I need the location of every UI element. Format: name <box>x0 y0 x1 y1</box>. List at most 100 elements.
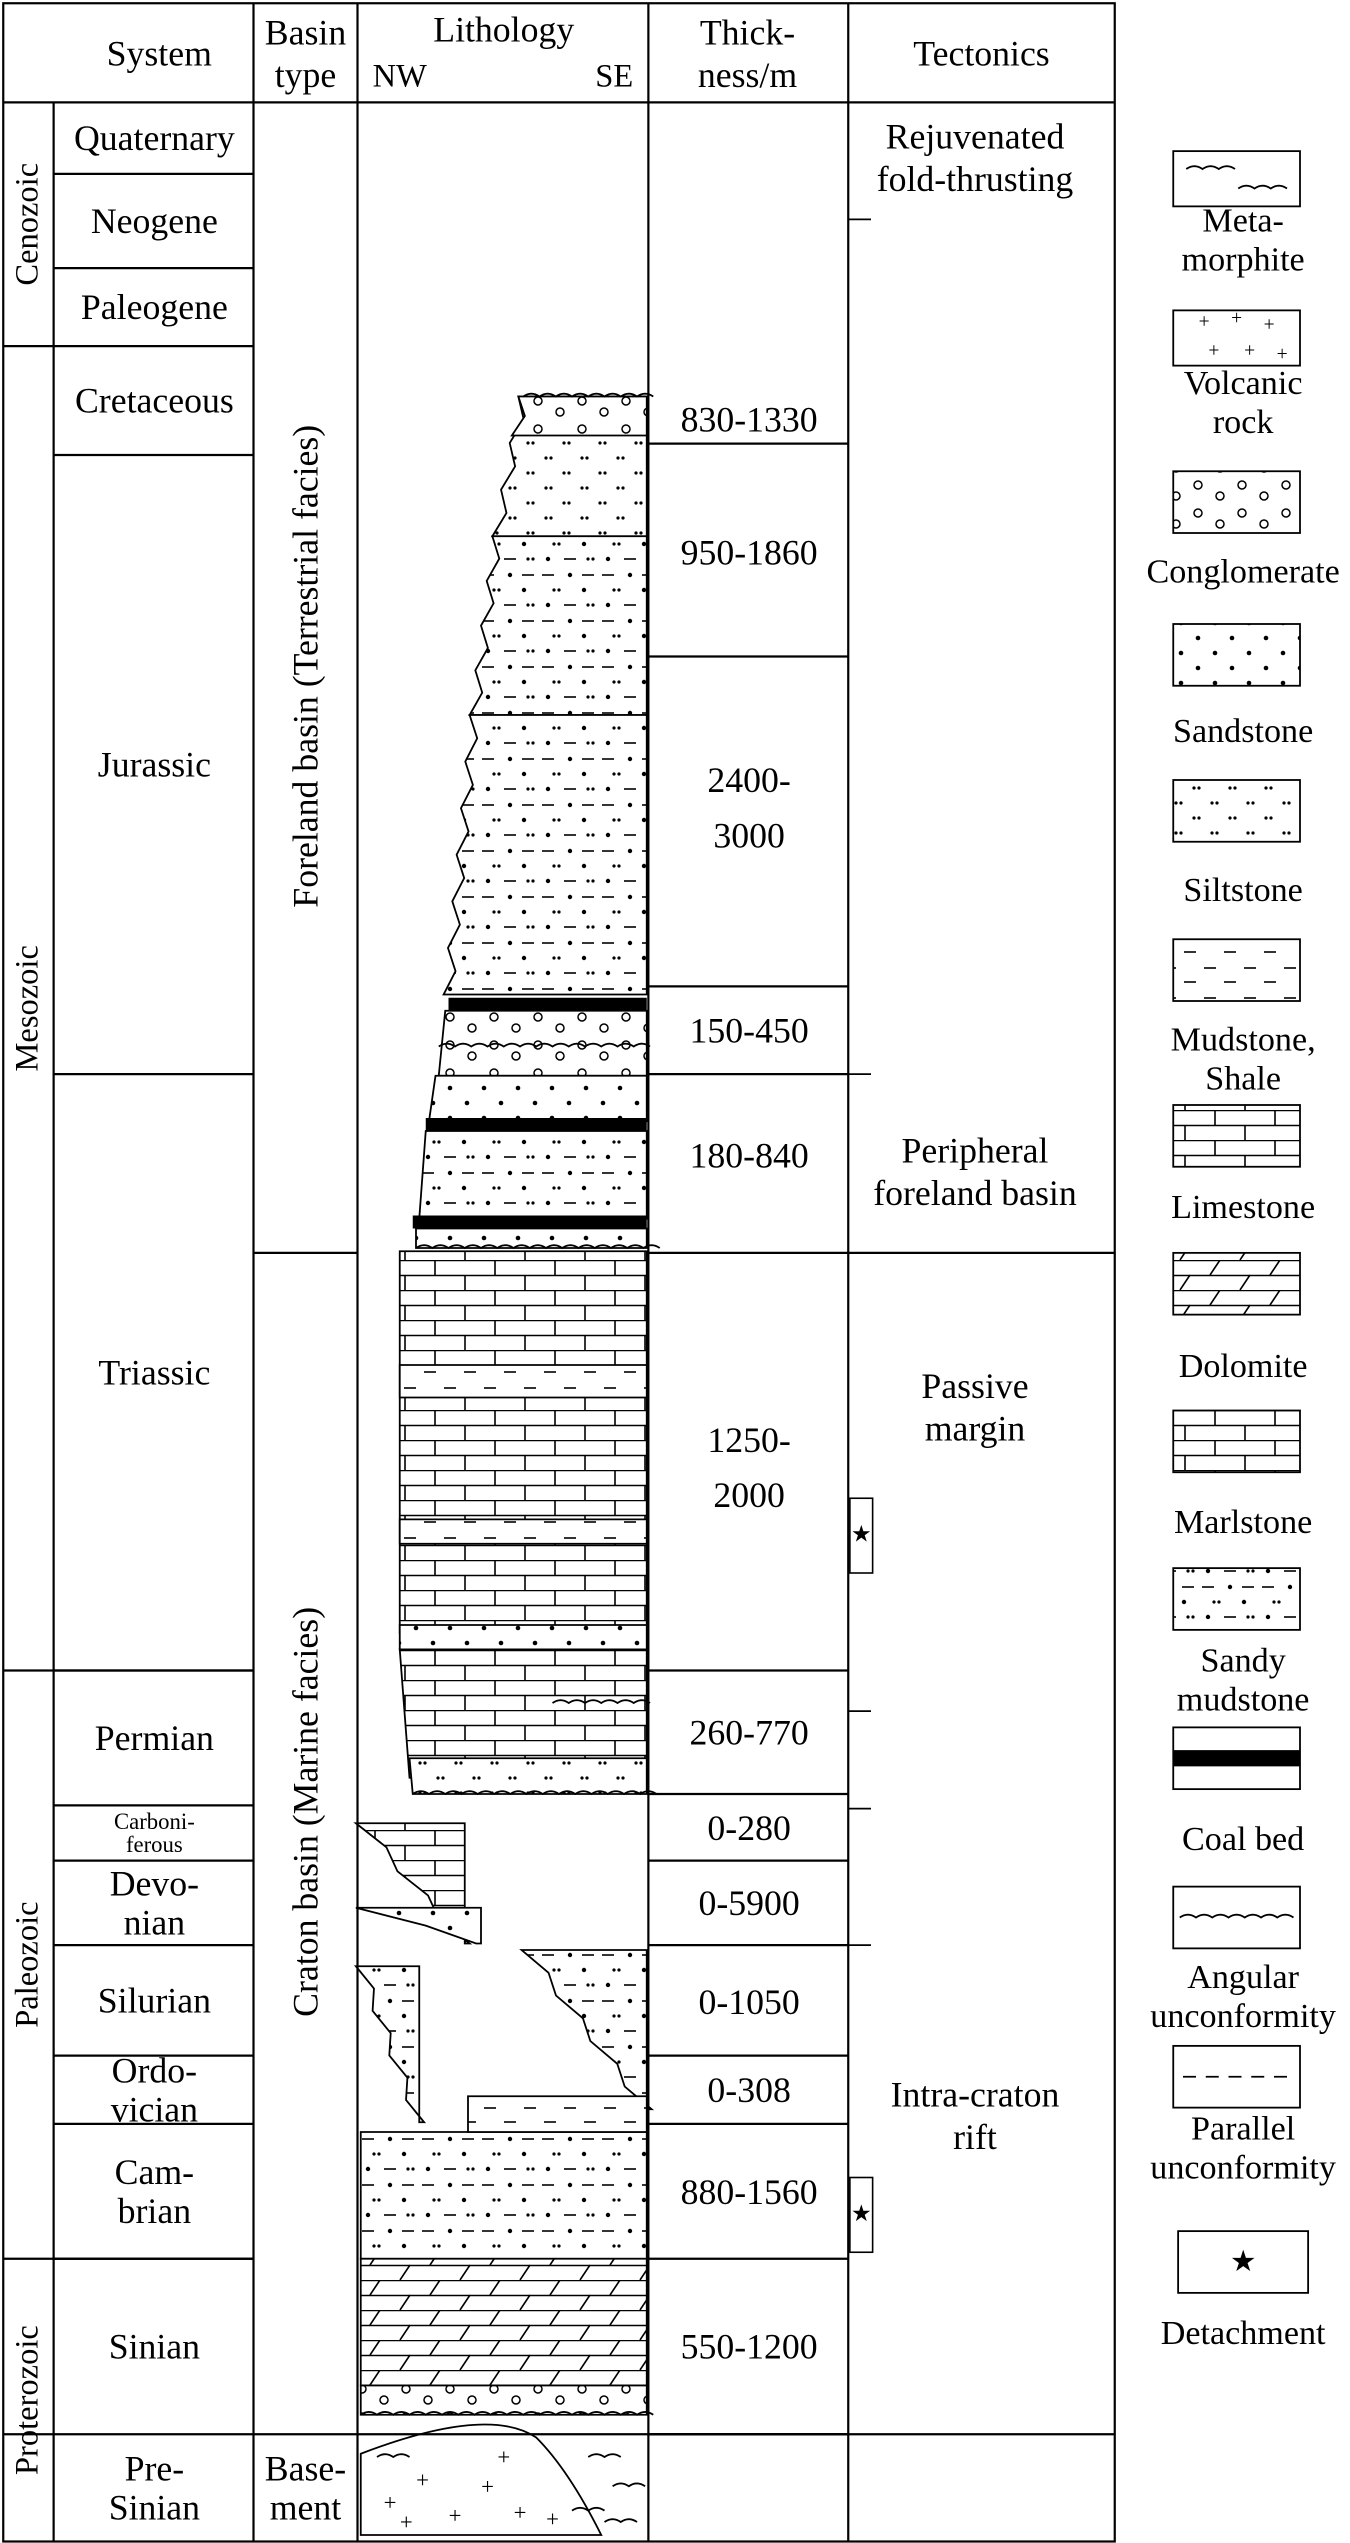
thickness-jurassic-middle: 2400- <box>707 760 790 800</box>
legend-wave <box>1179 1913 1295 1919</box>
thickness-cambrian: 880-1560 <box>681 2172 818 2212</box>
system-pre-sinian: Sinian <box>109 2487 200 2527</box>
legend-label-metamorphite: morphite <box>1182 242 1305 279</box>
volcanic-mark: + <box>1208 341 1219 362</box>
legend-label-parallel-unconformity: unconformity <box>1150 2149 1336 2186</box>
era-cenozoic: Cenozoic <box>10 163 46 286</box>
volcanic-mark: + <box>1264 315 1275 336</box>
metamorphite-mark <box>587 2453 622 2459</box>
legend-star: ★ <box>1230 2246 1256 2278</box>
lith-wave-top <box>522 392 654 398</box>
detachment-marker-cambrian <box>849 2176 874 2254</box>
lith-silurian-nw <box>353 1965 427 2124</box>
thickness-devonian: 0-5900 <box>698 1883 799 1923</box>
tectonic-rejuvenated: fold-thrusting <box>877 159 1074 199</box>
lith-devonian-sand <box>355 1906 482 1945</box>
volcanic-mark: + <box>384 2490 397 2515</box>
legend-label-angular-unconformity: unconformity <box>1150 1998 1336 2035</box>
detachment-marker-triassic-star: ★ <box>851 1522 871 1547</box>
legend-label-angular-unconformity: Angular <box>1187 1959 1299 1996</box>
header-nw: NW <box>373 58 427 94</box>
metamorphite-mark <box>571 2506 606 2512</box>
lith-triassic-upper <box>418 1130 648 1220</box>
lith-silurian-se <box>519 1949 655 2111</box>
volcanic-mark: + <box>514 2500 527 2525</box>
tectonic-peripheral: Peripheral <box>902 1131 1049 1171</box>
legend-label-sandy-mudstone: mudstone <box>1177 1681 1310 1718</box>
thickness-jurassic-middle: 3000 <box>713 815 785 855</box>
thickness-sinian: 550-1200 <box>681 2327 818 2367</box>
era-proterozoic: Proterozoic <box>10 2325 46 2475</box>
lith-jurassic-upper <box>468 535 648 716</box>
lith-jurassic-middle <box>442 714 648 996</box>
legend-swatch-sandy-mudstone <box>1172 1567 1301 1631</box>
system-ordovician: vician <box>111 2089 198 2129</box>
legend-label-sandy-mudstone: Sandy <box>1200 1642 1285 1679</box>
system-devonian: Devo- <box>110 1863 199 1903</box>
table-frame <box>2 2 1116 2543</box>
system-carboniferous: Carboni- <box>114 1809 195 1834</box>
volcanic-mark: + <box>449 2503 462 2528</box>
volcanic-mark: + <box>400 2510 413 2535</box>
system-carboniferous: ferous <box>126 1832 183 1857</box>
lith-coal-bed-2 <box>425 1118 647 1131</box>
legend-swatch-detachment <box>1177 2230 1310 2294</box>
system-cambrian: brian <box>118 2191 192 2231</box>
volcanic-mark: + <box>1277 344 1288 365</box>
legend-label-limestone: Limestone <box>1171 1189 1315 1226</box>
legend-wave <box>1237 184 1288 190</box>
legend-swatch-volcanic <box>1172 309 1301 367</box>
lith-triassic-sand <box>427 1074 648 1123</box>
lith-triassic-sandy <box>398 1624 648 1651</box>
era-mesozoic: Mesozoic <box>10 945 46 1071</box>
legend-swatch-siltstone <box>1172 779 1301 843</box>
legend-label-mudstone: Mudstone, <box>1171 1022 1316 1059</box>
lith-cretaceous-conglomerate <box>510 395 648 437</box>
legend-label-metamorphite: Meta- <box>1202 203 1283 240</box>
metamorphite-mark <box>603 2518 638 2524</box>
header-se: SE <box>595 58 633 94</box>
lith-triassic-sand-2 <box>415 1227 648 1249</box>
tectonic-passive: margin <box>925 1408 1026 1448</box>
volcanic-mark: + <box>481 2474 494 2499</box>
detachment-marker-triassic <box>849 1497 874 1574</box>
system-cambrian: Cam- <box>115 2152 194 2192</box>
lith-coal-bed-3 <box>412 1215 647 1229</box>
legend-swatch-sandstone <box>1172 623 1301 687</box>
lith-sinian-conglomerate <box>359 2384 648 2416</box>
metamorphite-mark <box>376 2453 411 2459</box>
system-triassic: Triassic <box>98 1352 210 1392</box>
system-pre-sinian: Pre- <box>125 2448 185 2488</box>
legend-label-siltstone: Siltstone <box>1183 872 1302 909</box>
system-neogene: Neogene <box>91 201 218 241</box>
legend-label-sandstone: Sandstone <box>1173 713 1313 750</box>
lith-cambrian <box>359 2131 648 2260</box>
header-basin-type: type <box>275 55 337 95</box>
legend-swatch-metamorphite <box>1172 150 1301 208</box>
lith-triassic-limestone <box>398 1250 648 1635</box>
legend-label-mudstone: Shale <box>1205 1061 1281 1098</box>
thickness-triassic-upper: 180-840 <box>690 1135 809 1175</box>
lith-triassic-marl-2 <box>398 1518 648 1545</box>
header-lithology: Lithology <box>433 9 574 49</box>
thickness-carboniferous: 0-280 <box>707 1808 790 1848</box>
system-permian: Permian <box>95 1718 214 1758</box>
thickness-jurassic-lower: 150-450 <box>690 1010 809 1050</box>
legend-label-coal-bed: Coal bed <box>1182 1821 1304 1858</box>
header-system: System <box>107 34 212 74</box>
thickness-triassic-lower: 1250- <box>707 1420 790 1460</box>
lith-coal-bed-1 <box>448 997 647 1011</box>
thickness-cretaceous: 830-1330 <box>681 399 818 439</box>
system-quaternary: Quaternary <box>74 118 235 158</box>
volcanic-mark: + <box>416 2467 429 2492</box>
lith-wave-permian <box>551 1699 651 1705</box>
basin-basement: ment <box>270 2487 342 2527</box>
legend-coal-fill <box>1173 1750 1300 1767</box>
lith-wave-permian-base <box>412 1790 658 1796</box>
tectonic-intra-craton: Intra-craton <box>891 2075 1060 2115</box>
basin-basement: Base- <box>265 2448 346 2488</box>
legend-label-detachment: Detachment <box>1161 2315 1326 2352</box>
legend-swatch-angular-unconformity <box>1172 1885 1301 1950</box>
volcanic-mark: + <box>1199 311 1210 332</box>
